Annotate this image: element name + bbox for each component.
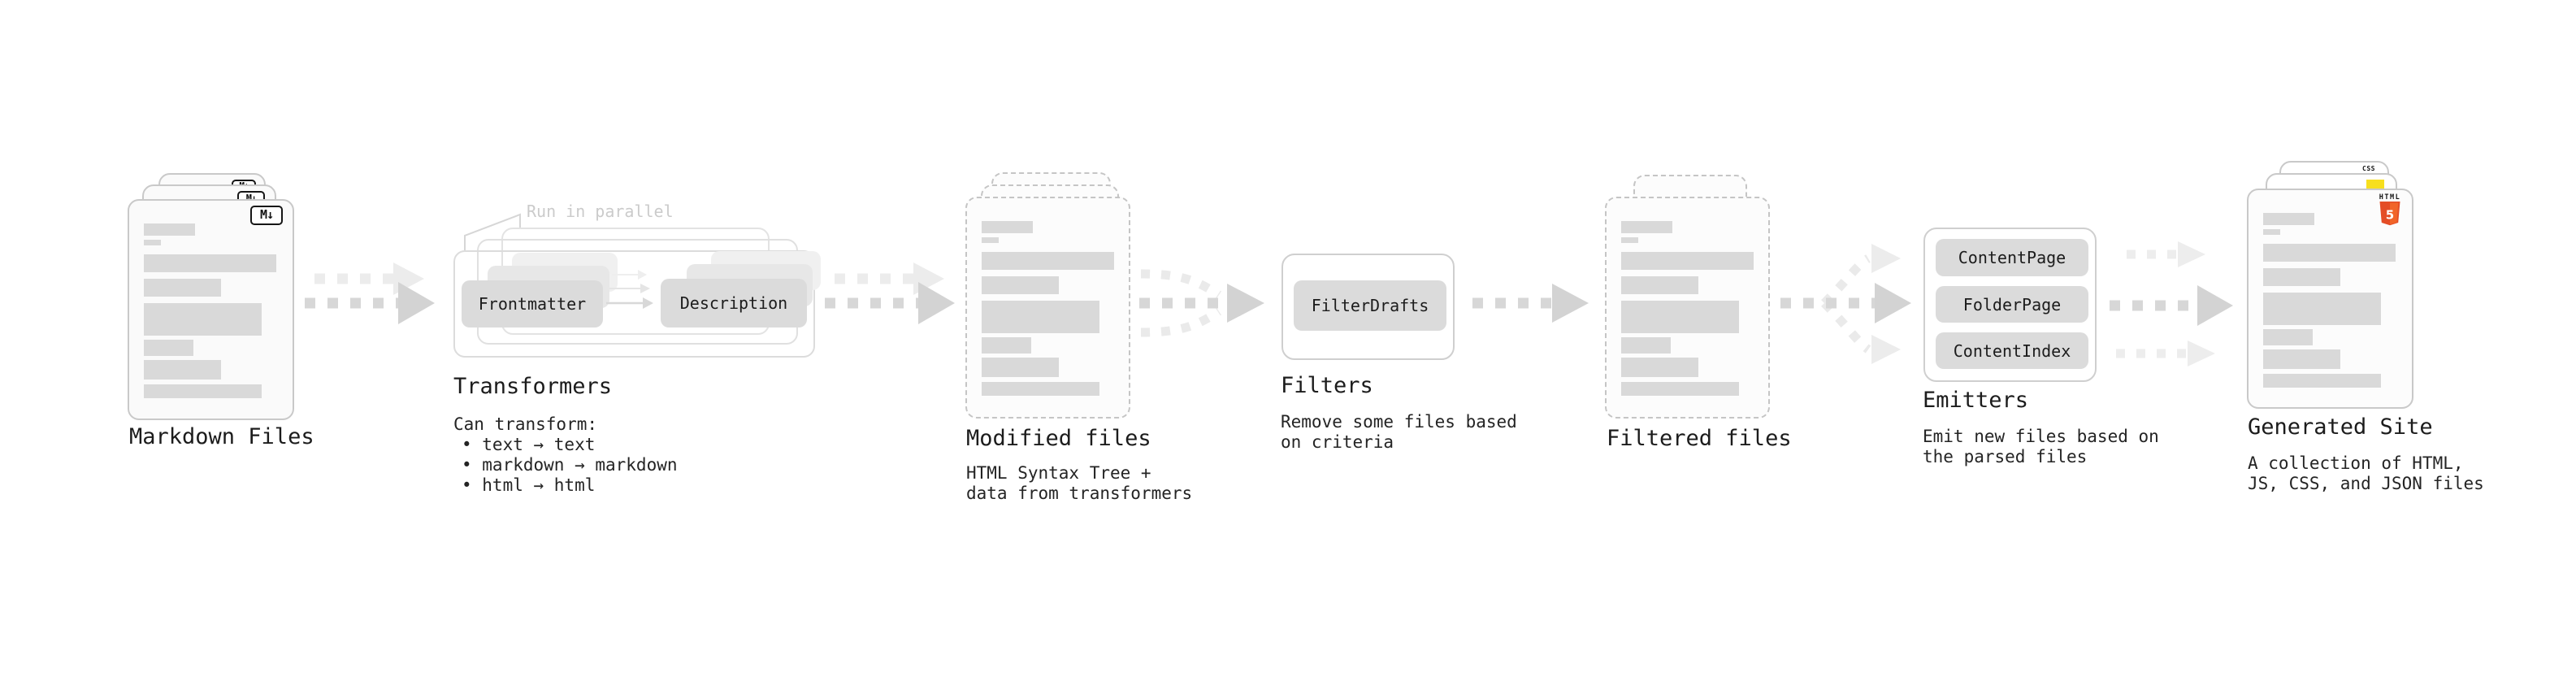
description-line: A collection of HTML, bbox=[2248, 453, 2464, 473]
description-line: Emit new files based on bbox=[1923, 427, 2159, 446]
description-line: • text → text bbox=[462, 435, 596, 454]
emitters-label: Emitters bbox=[1923, 388, 2029, 413]
html5-word: HTML bbox=[2379, 193, 2401, 202]
note-leader-line bbox=[464, 213, 521, 250]
arrow-main bbox=[305, 282, 435, 324]
arrow-main bbox=[825, 282, 955, 324]
description-line: JS, CSS, and JSON files bbox=[2248, 474, 2484, 493]
transformers-description: Can transform: • text → text • markdown … bbox=[453, 414, 678, 496]
run-in-parallel-note: Run in parallel bbox=[527, 202, 674, 221]
arrow-faint-top bbox=[2127, 241, 2205, 267]
description-line: data from transformers bbox=[966, 484, 1193, 503]
description-line: • html → html bbox=[462, 475, 596, 495]
modified-files-description: HTML Syntax Tree + data from transformer… bbox=[966, 463, 1192, 504]
arrow-head bbox=[1227, 284, 1264, 323]
description-line: • markdown → markdown bbox=[462, 455, 678, 475]
document-content-placeholder bbox=[144, 222, 284, 409]
modified-files-stack bbox=[965, 160, 1136, 428]
transformers-label: Transformers bbox=[453, 374, 613, 399]
filters-box: FilterDrafts bbox=[1281, 254, 1455, 360]
modified-file-card-front bbox=[965, 197, 1130, 419]
description-line: Can transform: bbox=[453, 414, 598, 434]
diverge-branch-top bbox=[1821, 254, 1871, 306]
arrow-transformers-to-modified bbox=[825, 262, 955, 324]
plugin-contentindex: ContentIndex bbox=[1936, 332, 2088, 369]
modified-files-label: Modified files bbox=[966, 426, 1151, 451]
transformers-group: Run in parallel Frontmatter Description bbox=[453, 202, 823, 364]
arrow-modified-to-filters bbox=[1139, 269, 1264, 337]
arrow-markdown-to-transformers bbox=[305, 262, 435, 324]
arrow-filtered-to-emitters bbox=[1780, 244, 1911, 364]
document-content-placeholder bbox=[1621, 219, 1761, 406]
description-line: the parsed files bbox=[1923, 447, 2088, 466]
diverge-branch-bottom bbox=[1821, 300, 1871, 354]
filtered-files-label: Filtered files bbox=[1607, 426, 1792, 451]
arrow-main bbox=[2110, 285, 2233, 326]
generated-site-description: A collection of HTML, JS, CSS, and JSON … bbox=[2248, 453, 2484, 494]
filtered-file-card-front bbox=[1605, 197, 1770, 419]
description-line: on criteria bbox=[1281, 432, 1394, 452]
description-line: Remove some files based bbox=[1281, 412, 1517, 432]
filtered-files-stack bbox=[1605, 160, 1776, 428]
mini-arrow bbox=[609, 284, 650, 293]
transformer-box-front bbox=[453, 250, 815, 358]
arrow-faint-bottom bbox=[2116, 340, 2215, 367]
arrow-filters-to-filtered bbox=[1472, 284, 1589, 323]
arrow-head-faint bbox=[1871, 335, 1901, 364]
markdown-files-stack: M↓ M↓ M↓ bbox=[128, 161, 327, 429]
emitters-description: Emit new files based on the parsed files bbox=[1923, 427, 2159, 467]
plugin-frontmatter: Frontmatter bbox=[462, 280, 603, 327]
mini-arrow bbox=[606, 297, 653, 309]
arrow-head-faint bbox=[1871, 244, 1901, 273]
plugin-filterdrafts: FilterDrafts bbox=[1294, 280, 1446, 331]
filters-label: Filters bbox=[1281, 373, 1373, 398]
markdown-files-label: Markdown Files bbox=[129, 424, 314, 449]
filters-description: Remove some files based on criteria bbox=[1281, 412, 1517, 453]
generated-site-label: Generated Site bbox=[2248, 414, 2433, 440]
document-content-placeholder bbox=[2263, 211, 2403, 398]
arrow-head bbox=[1875, 283, 1911, 323]
css-word: CSS bbox=[2362, 165, 2375, 172]
description-line: HTML Syntax Tree + bbox=[966, 463, 1151, 483]
emitters-box: ContentPage FolderPage ContentIndex bbox=[1923, 228, 2097, 382]
plugin-contentpage: ContentPage bbox=[1936, 239, 2088, 276]
converge-branch-top bbox=[1140, 269, 1222, 299]
plugin-description: Description bbox=[661, 279, 807, 327]
arrow-emitters-to-generated bbox=[2110, 241, 2233, 367]
html-file-card: HTML 5 bbox=[2247, 189, 2413, 409]
markdown-file-card-front: M↓ bbox=[128, 199, 294, 420]
javascript-icon bbox=[2366, 180, 2384, 189]
arrow-head bbox=[1552, 284, 1589, 323]
generated-site-stack: CSS HTML 5 bbox=[2247, 150, 2418, 423]
plugin-folderpage: FolderPage bbox=[1936, 286, 2088, 323]
mini-arrow bbox=[612, 270, 647, 280]
converge-branch-bottom bbox=[1140, 307, 1222, 337]
parallel-flow-arrows bbox=[606, 270, 653, 309]
document-content-placeholder bbox=[982, 219, 1121, 406]
